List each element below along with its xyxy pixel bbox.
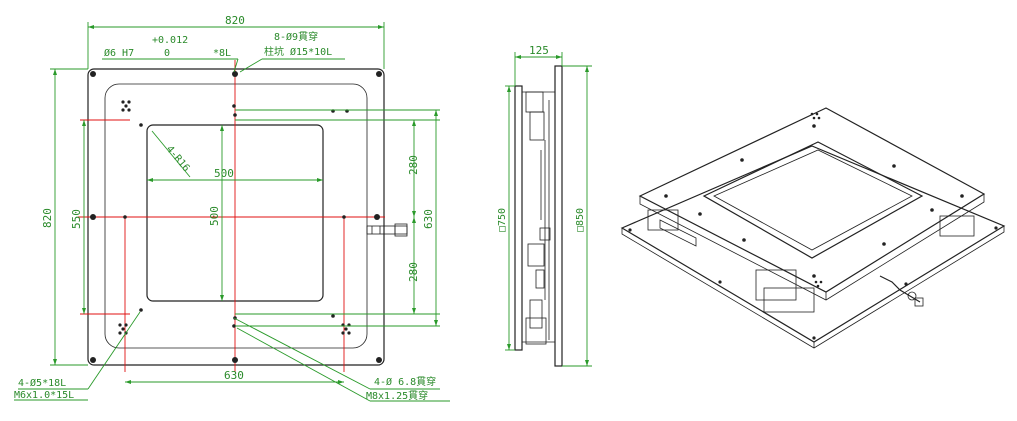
vent-cluster (121, 100, 131, 112)
small-hole (232, 324, 236, 328)
side-main-plate (554, 65, 563, 367)
right-thread-label: M8x1.25貫穿 (366, 389, 428, 402)
right-span-label: 630 (422, 209, 435, 229)
small-hole (331, 314, 335, 318)
thru-holes-label: 8-Ø9貫穿 (274, 30, 318, 43)
mid-hole (90, 214, 96, 220)
mid-hole (374, 214, 380, 220)
small-hole (139, 308, 143, 312)
counterbore-label: 柱坑 Ø15*10L (264, 45, 332, 58)
corner-hole (90, 357, 96, 363)
right-holes-label: 4-Ø 6.8貫穿 (374, 375, 436, 388)
hole-span-v-label: 550 (70, 209, 83, 229)
outer-height-label: 820 (41, 208, 54, 228)
pin-hole-depth: *8L (213, 48, 231, 59)
small-hole (233, 113, 237, 117)
side-back-plate (514, 85, 523, 351)
front-view: 820 +0.012 0 Ø6 H7 *8L 8-Ø9貫穿 柱坑 Ø15*10L… (14, 14, 450, 402)
side-depth-label: 125 (529, 44, 549, 57)
lower-offset-label: 280 (407, 262, 420, 282)
mid-hole (232, 357, 238, 363)
outer-width-label: 820 (225, 14, 245, 27)
inner-rim (104, 83, 368, 349)
upper-offset-label: 280 (407, 155, 420, 175)
corner-hole (90, 71, 96, 77)
cable-connector (366, 223, 408, 237)
tolerance-plus: +0.012 (152, 35, 188, 46)
iso-upper-plate (638, 107, 986, 293)
tolerance-zero: 0 (164, 48, 170, 59)
pin-hole-dia: Ø6 H7 (104, 47, 134, 59)
small-hole (342, 215, 346, 219)
iso-vent-cluster (810, 112, 823, 288)
mid-hole (232, 71, 238, 77)
corner-hole (376, 71, 382, 77)
iso-cable (879, 275, 924, 307)
left-thread-label: M6x1.0*15L (14, 390, 74, 401)
left-holes-label: 4-Ø5*18L (18, 377, 66, 389)
side-right-height-label: □850 (575, 208, 586, 232)
iso-lower-holes (628, 226, 998, 340)
corner-radius-label: 4-R16 (164, 144, 192, 174)
iso-holes (664, 124, 964, 278)
corner-hole (376, 357, 382, 363)
inner-height-label: 500 (208, 206, 221, 226)
side-left-height-label: □750 (497, 208, 508, 232)
inner-width-label: 500 (214, 167, 234, 180)
vent-cluster (341, 323, 351, 335)
iso-window (702, 141, 924, 259)
bottom-span-label: 630 (224, 369, 244, 382)
iso-lower-plate (620, 145, 1006, 343)
small-hole (123, 215, 127, 219)
small-hole (139, 123, 143, 127)
small-hole (232, 104, 236, 108)
isometric-view (620, 107, 1006, 349)
side-view: 125 □750 □850 (497, 44, 592, 367)
